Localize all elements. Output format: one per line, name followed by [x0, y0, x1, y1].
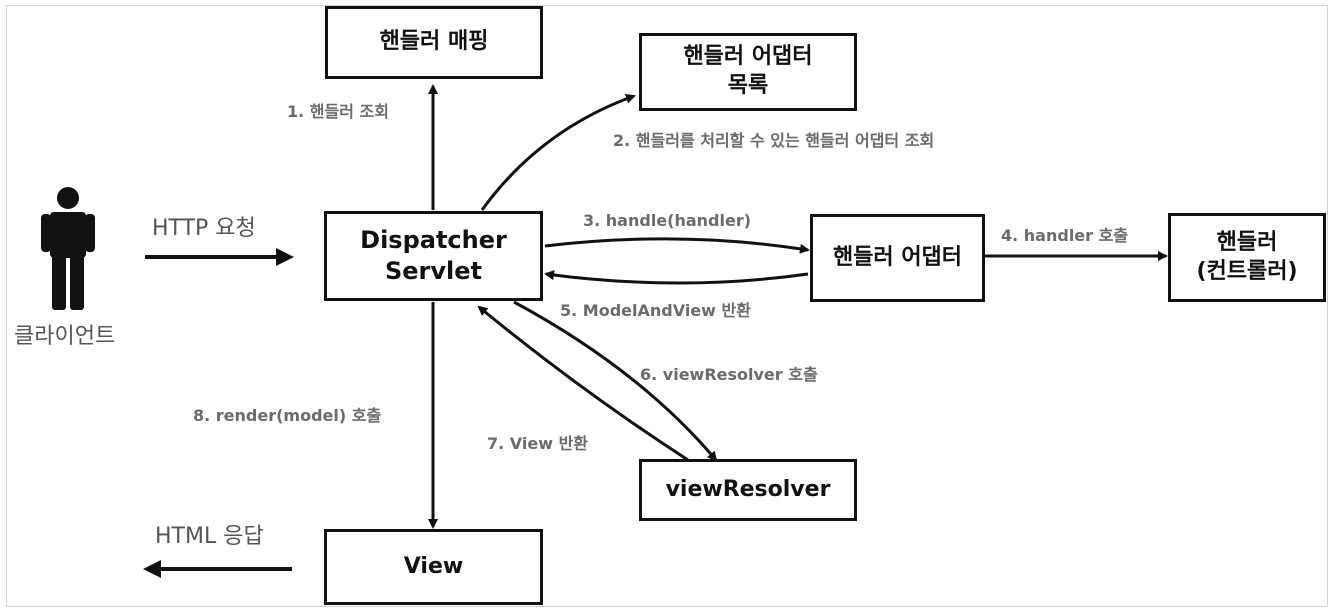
dispatcher-line1: Dispatcher [360, 225, 507, 254]
handler-adapter-list-box: 핸들러 어댑터 목록 [639, 33, 857, 111]
handler-box: 핸들러 (컨트롤러) [1168, 213, 1326, 302]
step-7-label: 7. View 반환 [487, 434, 589, 453]
client-label: 클라이언트 [14, 324, 116, 349]
handler-mapping-box: 핸들러 매핑 [325, 6, 543, 79]
arrow-step-3 [544, 237, 810, 254]
arrow-step-5 [544, 270, 809, 285]
step-6-label: 6. viewResolver 호출 [640, 365, 818, 384]
dispatcher-servlet-box: Dispatcher Servlet [324, 211, 543, 301]
step-3-label: 3. handle(handler) [583, 211, 752, 230]
handler-line1: 핸들러 [1216, 229, 1278, 255]
view-resolver-box: viewResolver [639, 459, 857, 521]
handler-line2: (컨트롤러) [1196, 258, 1298, 284]
step-1-label: 1. 핸들러 조회 [287, 102, 389, 121]
arrow-step-7 [477, 305, 689, 462]
step-2-label: 2. 핸들러를 처리할 수 있는 핸들러 어댑터 조회 [613, 131, 935, 150]
dispatcher-line2: Servlet [384, 257, 483, 285]
handler-adapter-text: 핸들러 어댑터 [832, 244, 963, 270]
step-5-label: 5. ModelAndView 반환 [560, 301, 751, 320]
step-8-label: 8. render(model) 호출 [193, 406, 382, 425]
view-box: View [324, 529, 543, 605]
view-text: View [403, 553, 464, 579]
http-request-label: HTTP 요청 [152, 216, 256, 241]
handler-mapping-text: 핸들러 매핑 [379, 29, 489, 55]
arrow-step-6 [513, 300, 718, 462]
diagram-frame [6, 5, 1328, 607]
arrow-step-2 [480, 94, 636, 211]
html-response-label: HTML 응답 [155, 524, 264, 549]
handler-adapter-box: 핸들러 어댑터 [810, 214, 985, 302]
person-icon [41, 187, 95, 310]
adapter-list-line1: 핸들러 어댑터 [683, 44, 813, 70]
view-resolver-text: viewResolver [665, 476, 831, 502]
adapter-list-line2: 목록 [727, 73, 769, 98]
step-4-label: 4. handler 호출 [1001, 226, 1129, 245]
